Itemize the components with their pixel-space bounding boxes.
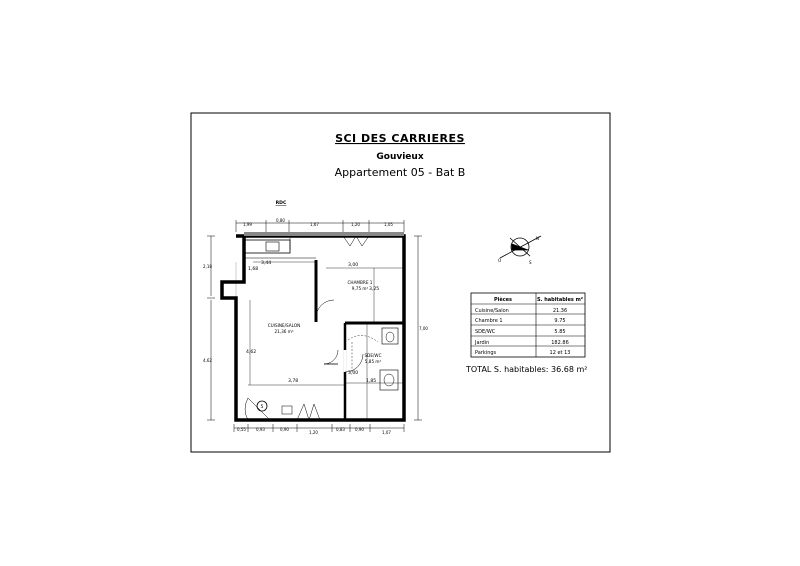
room-name-bath: SDE/WC: [364, 353, 381, 358]
dim-right: 7,00: [419, 326, 428, 331]
room-name-living: CUISINE/SALON: [268, 323, 301, 328]
table-header-room: Pièces: [494, 296, 512, 303]
table-cell-room: Parkings: [475, 350, 497, 356]
dim-living-top: 1,68: [248, 266, 258, 272]
parking-number: 5: [261, 404, 264, 410]
svg-text:N: N: [536, 236, 539, 241]
table-cell-room: Cuisine/Salon: [475, 308, 509, 314]
project-title: SCI DES CARRIERES: [335, 132, 465, 145]
table-cell-room: SDE/WC: [475, 329, 496, 335]
wall-hatch-top: [244, 232, 404, 236]
room-area-bedroom: 9,75 m²: [352, 286, 369, 291]
sheet-border: [190, 112, 611, 453]
table-cell-area: 5.85: [554, 329, 565, 335]
floor-plan: [207, 220, 422, 432]
dim-living-bottom: 3,78: [288, 378, 298, 384]
table-cell-room: Chambre 1: [475, 318, 503, 324]
dim-bedroom-width: 3,00: [348, 262, 358, 268]
dim-bottom-1: 0,55: [237, 427, 246, 432]
french-window-bedroom: [342, 235, 370, 247]
door-swing-bath: [344, 353, 364, 373]
dim-living-width: 3,44: [261, 260, 271, 266]
table-cell-area: 182.86: [551, 340, 569, 346]
dim-bottom-4: 1,20: [309, 430, 318, 435]
dim-bottom-7: 1,07: [382, 430, 391, 435]
door-swing-living: [323, 349, 339, 365]
surface-table: Pièces S. habitables m² Cuisine/Salon 21…: [470, 292, 586, 358]
dim-bottom-6: 0,90: [355, 427, 364, 432]
door-swing-bedroom: [315, 299, 335, 319]
dim-bedroom-height: 3,25: [369, 286, 379, 292]
dim-top-1: 1,99: [243, 222, 252, 227]
dim-left-upper: 2,18: [203, 264, 212, 269]
radiator-icon: [281, 405, 293, 415]
compass-icon: N S O: [498, 235, 542, 265]
apartment-label: Appartement 05 - Bat B: [335, 166, 466, 179]
dim-top-2: 0,80: [276, 218, 285, 223]
dim-left-lower: 4,62: [203, 358, 212, 363]
level-label: RDC: [276, 200, 287, 206]
room-area-living: 21,36 m²: [274, 329, 293, 334]
dim-living-height: 4,62: [246, 349, 256, 355]
sink-icon: [265, 241, 280, 252]
dim-top-4: 1,20: [351, 222, 360, 227]
dim-bath-height: 3,00: [348, 370, 358, 376]
exterior-wall: [220, 234, 406, 422]
table-cell-area: 21.36: [553, 308, 567, 314]
french-window-bottom: [296, 403, 321, 421]
toilet-icon: [381, 327, 399, 345]
location-label: Gouvieux: [376, 152, 423, 162]
total-area: TOTAL S. habitables: 36.68 m²: [465, 365, 587, 374]
room-name-bedroom: CHAMBRE 1: [348, 280, 373, 285]
parking-marker: [256, 400, 268, 412]
dim-top-5: 1,05: [384, 222, 393, 227]
dim-bottom-2: 0,93: [256, 427, 265, 432]
svg-text:O: O: [498, 258, 501, 263]
table-cell-room: Jardin: [474, 340, 489, 346]
table-cell-area: 9.75: [554, 318, 565, 324]
dim-bottom-5: 0,83: [336, 427, 345, 432]
table-cell-area: 12 et 13: [550, 350, 571, 356]
room-area-bath: 5,85 m²: [365, 359, 382, 364]
dim-bottom-3: 0,90: [280, 427, 289, 432]
dim-bath-width: 1,85: [366, 378, 376, 384]
dim-top-3: 1,67: [310, 222, 319, 227]
door-swing-entry: [244, 397, 249, 421]
table-header-area: S. habitables m²: [537, 297, 583, 303]
washbasin-icon: [379, 369, 399, 391]
svg-text:S: S: [529, 260, 532, 265]
